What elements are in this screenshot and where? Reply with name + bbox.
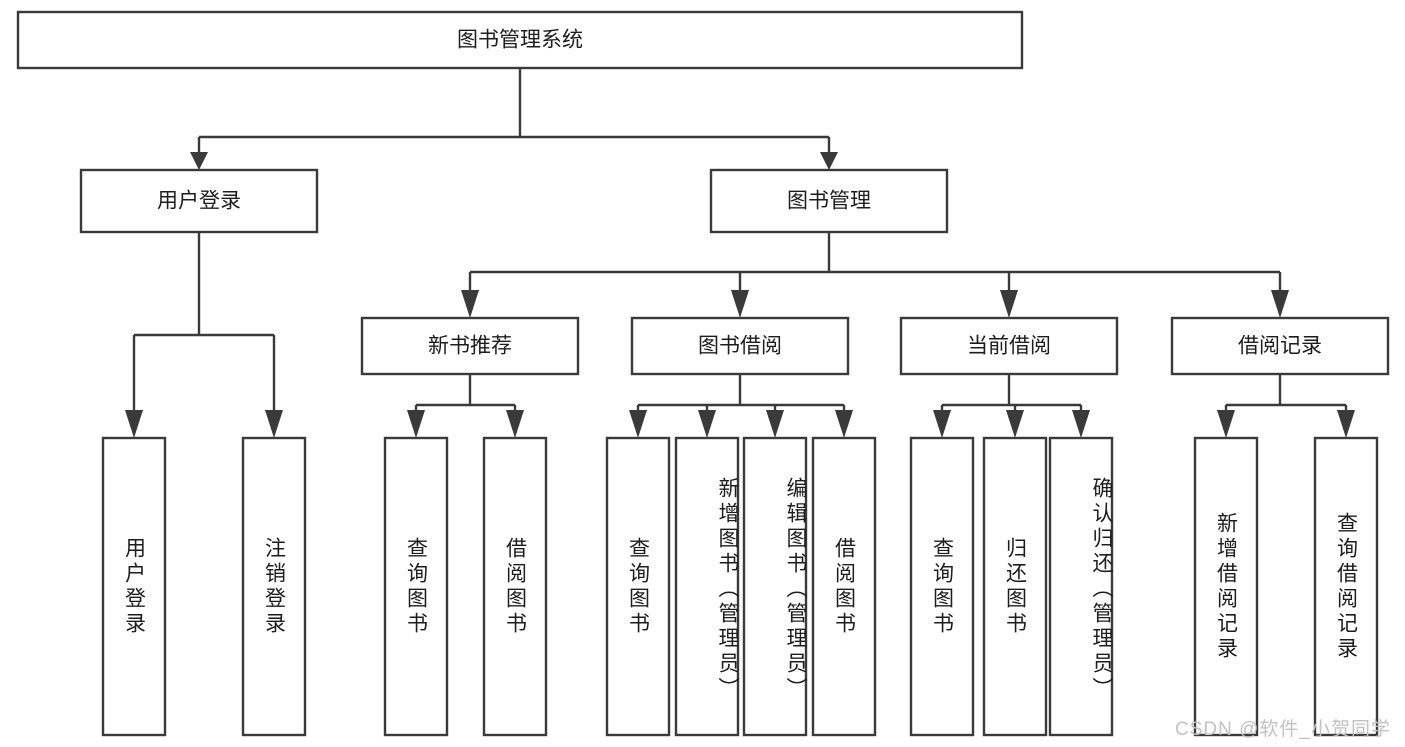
node-label-book-borrow: 图书借阅 xyxy=(698,335,782,358)
arrow-head-book-borrow xyxy=(731,290,749,318)
node-box-root[interactable] xyxy=(16,10,1024,70)
arrow-head-leaf-add-book xyxy=(698,410,716,438)
node-label-borrow-record: 借阅记录 xyxy=(1238,335,1322,358)
csdn-watermark: CSDN @软件_小贺同学 xyxy=(1175,719,1391,740)
arrow-head-leaf-return-book xyxy=(1006,410,1024,438)
arrow-head-leaf-confirm-return xyxy=(1072,410,1090,438)
node-box-current-borrow[interactable] xyxy=(899,316,1119,376)
arrow-head-leaf-user-login xyxy=(125,410,143,438)
node-box-leaf-logout[interactable] xyxy=(241,436,307,737)
node-box-leaf-confirm-return[interactable] xyxy=(1048,436,1114,737)
node-label-root: 图书管理系统 xyxy=(457,29,583,52)
node-layer: 图书管理系统 用户登录 图书管理 新书推荐 图书借阅 当前借阅 借阅记录 xyxy=(16,10,1390,737)
connector-layer xyxy=(125,68,1355,438)
arrow-head-leaf-query-book-current xyxy=(933,410,951,438)
arrow-head-new-book-rec xyxy=(461,290,479,318)
arrow-head-leaf-query-record xyxy=(1337,410,1355,438)
node-label-user-login: 用户登录 xyxy=(157,190,241,213)
arrow-head-leaf-query-book-rec xyxy=(407,410,425,438)
arrow-head-leaf-query-book-borrow xyxy=(629,410,647,438)
node-box-leaf-query-book-current[interactable] xyxy=(909,436,975,737)
arrow-head-leaf-add-record xyxy=(1217,410,1235,438)
node-box-leaf-add-book[interactable] xyxy=(674,436,740,737)
node-label-current-borrow: 当前借阅 xyxy=(967,335,1051,358)
node-box-leaf-add-record[interactable] xyxy=(1193,436,1259,737)
node-box-leaf-borrow-book[interactable] xyxy=(811,436,877,737)
node-box-leaf-query-book-borrow[interactable] xyxy=(605,436,671,737)
node-box-leaf-borrow-book-rec[interactable] xyxy=(482,436,548,737)
arrow-head-leaf-borrow-book xyxy=(835,410,853,438)
node-box-leaf-user-login[interactable] xyxy=(101,436,167,737)
node-box-book-manage[interactable] xyxy=(709,168,949,234)
node-box-new-book-rec[interactable] xyxy=(360,316,580,376)
node-box-book-borrow[interactable] xyxy=(630,316,850,376)
arrow-head-book-manage xyxy=(820,152,838,170)
node-label-new-book-rec: 新书推荐 xyxy=(428,335,512,358)
arrow-head-leaf-logout xyxy=(265,410,283,438)
arrow-head-borrow-record xyxy=(1271,290,1289,318)
node-box-leaf-query-book-rec[interactable] xyxy=(383,436,449,737)
node-box-leaf-return-book[interactable] xyxy=(982,436,1048,737)
arrow-head-user-login xyxy=(190,152,208,170)
arrow-head-leaf-edit-book xyxy=(766,410,784,438)
node-label-book-manage: 图书管理 xyxy=(787,190,871,213)
arrow-head-current-borrow xyxy=(1000,290,1018,318)
arrow-head-leaf-borrow-book-rec xyxy=(506,410,524,438)
node-box-leaf-edit-book[interactable] xyxy=(742,436,808,737)
node-box-borrow-record[interactable] xyxy=(1170,316,1390,376)
node-box-leaf-query-record[interactable] xyxy=(1313,436,1379,737)
node-box-user-login[interactable] xyxy=(79,168,319,234)
